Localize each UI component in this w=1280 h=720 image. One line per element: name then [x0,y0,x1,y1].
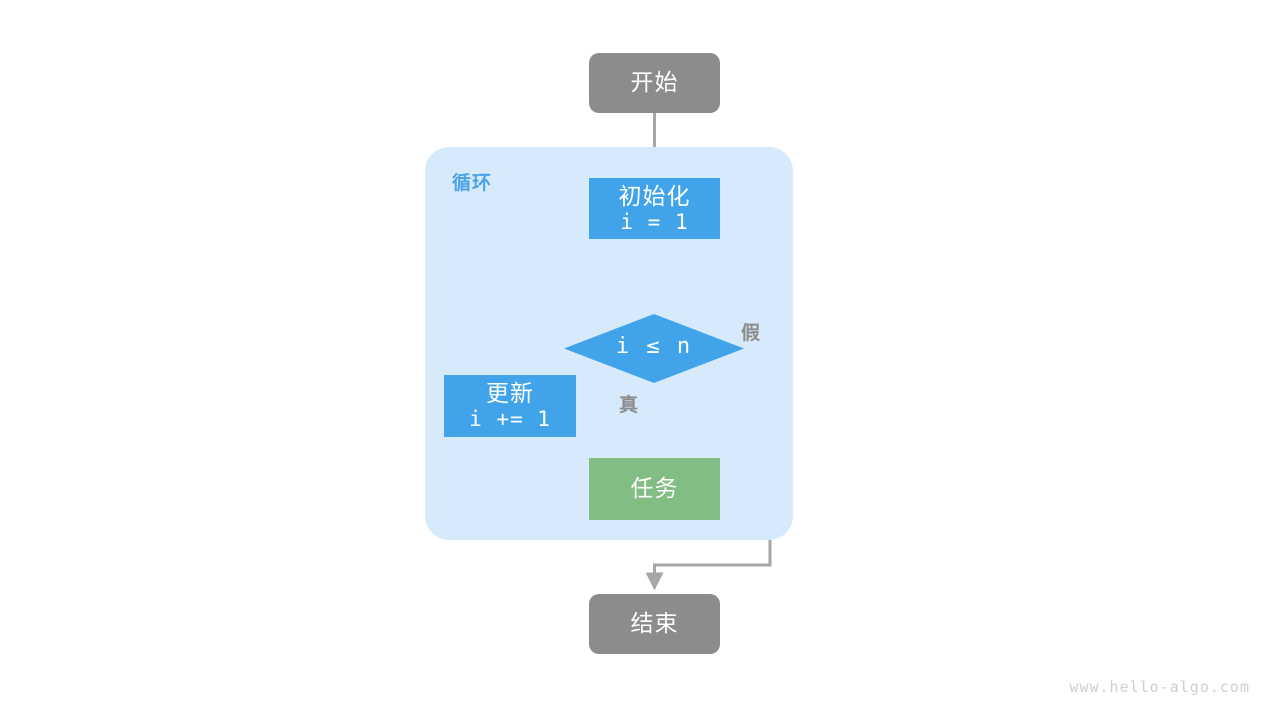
node-start-label: 开始 [630,69,679,96]
node-update-label-line2: i += 1 [469,407,551,432]
node-init-label-line1: 初始化 [618,182,691,209]
node-task[interactable]: 任务 [589,458,720,520]
watermark: www.hello-algo.com [1069,678,1250,696]
node-init[interactable]: 初始化 i = 1 [589,178,720,239]
node-init-label-line2: i = 1 [620,209,689,234]
node-start[interactable]: 开始 [589,53,720,113]
node-end[interactable]: 结束 [589,594,720,654]
node-end-label: 结束 [630,610,679,637]
node-update[interactable]: 更新 i += 1 [444,375,576,437]
edge-label-false: 假 [741,323,762,344]
node-decision-label: i ≤ n [615,334,693,359]
node-decision[interactable] [564,314,744,383]
node-update-label-line1: 更新 [486,380,534,407]
edge-label-true: 真 [619,395,640,416]
node-task-label: 任务 [630,475,679,502]
loop-container-label: 循环 [452,173,493,194]
